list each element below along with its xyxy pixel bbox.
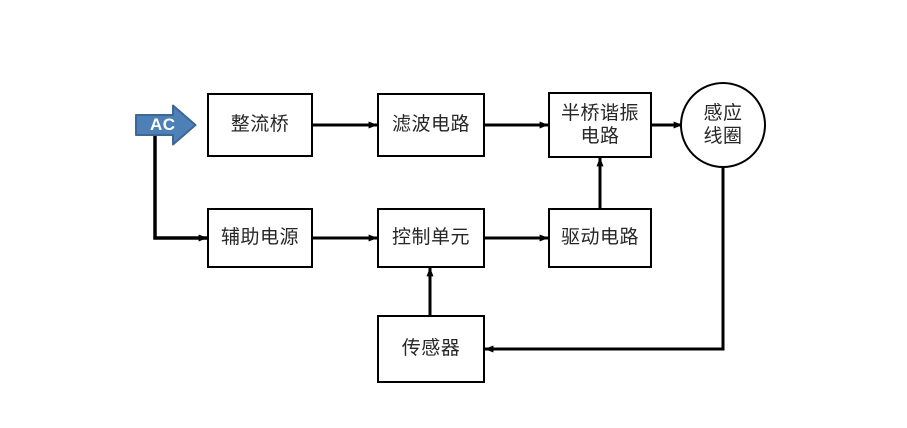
node-control-unit-label: 控制单元 — [391, 226, 470, 249]
node-induction-coil[interactable]: 感应 线圈 — [680, 82, 766, 168]
ac-source-arrow: AC — [135, 104, 197, 146]
node-sensor-label: 传感器 — [401, 337, 461, 360]
node-half-bridge-resonant[interactable]: 半桥谐振 电路 — [548, 92, 652, 158]
node-auxiliary-power-label: 辅助电源 — [220, 226, 299, 249]
connector-coil-to-sensor — [484, 168, 725, 353]
node-filter[interactable]: 滤波电路 — [377, 93, 485, 157]
node-drive-circuit-label: 驱动电路 — [560, 226, 639, 249]
node-rectifier-label: 整流桥 — [230, 113, 290, 136]
node-auxiliary-power[interactable]: 辅助电源 — [207, 208, 313, 268]
node-sensor[interactable]: 传感器 — [377, 315, 485, 383]
node-control-unit[interactable]: 控制单元 — [377, 208, 485, 268]
node-drive-circuit[interactable]: 驱动电路 — [548, 208, 652, 268]
node-filter-label: 滤波电路 — [391, 113, 470, 136]
node-half-bridge-resonant-label: 半桥谐振 电路 — [560, 101, 639, 147]
connector-ac-to-auxpower — [153, 130, 208, 242]
block-arrow-icon — [135, 104, 197, 146]
node-rectifier[interactable]: 整流桥 — [207, 93, 313, 157]
node-induction-coil-label: 感应 线圈 — [703, 101, 743, 147]
